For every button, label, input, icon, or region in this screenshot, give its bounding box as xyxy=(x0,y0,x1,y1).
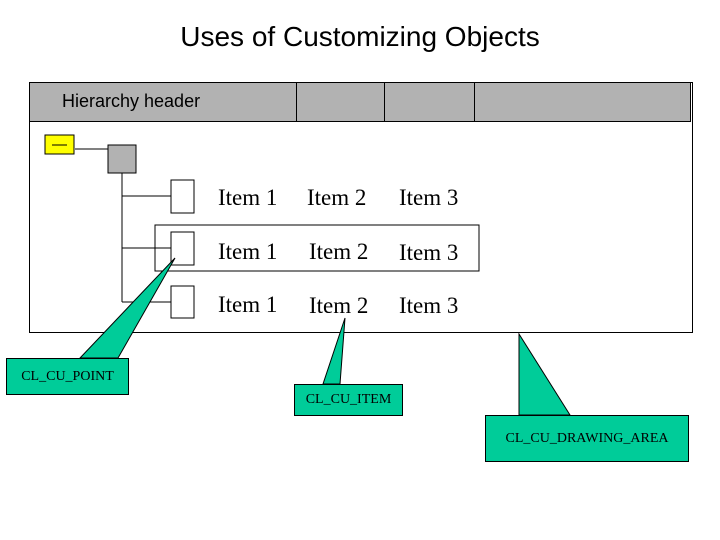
folder-node-icon[interactable] xyxy=(107,144,137,174)
header-cell-column-1[interactable] xyxy=(296,82,385,122)
header-cell-column-3[interactable] xyxy=(474,82,691,122)
row-2-item-3[interactable]: Item 3 xyxy=(399,240,459,265)
row-3-item-3[interactable]: Item 3 xyxy=(399,293,459,318)
callout-pointer-point xyxy=(78,257,176,359)
row-1-item-3[interactable]: Item 3 xyxy=(399,185,459,210)
leaf-node-icon[interactable] xyxy=(170,179,195,214)
leaf-node-icon[interactable] xyxy=(170,285,195,319)
row-1-item-1[interactable]: Item 1 xyxy=(218,185,278,210)
page-title: Uses of Customizing Objects xyxy=(180,21,540,52)
highlighted-row-outline xyxy=(154,224,480,272)
hierarchy-header-row xyxy=(29,82,693,122)
callout-cl-cu-item: CL_CU_ITEM xyxy=(294,384,403,416)
row-2-item-2[interactable]: Item 2 xyxy=(309,239,369,264)
row-2-item-1[interactable]: Item 1 xyxy=(218,239,278,264)
row-1-item-2[interactable]: Item 2 xyxy=(307,185,367,210)
drawing-area xyxy=(29,82,693,333)
expander-icon[interactable] xyxy=(44,134,75,155)
leaf-node-icon[interactable] xyxy=(170,231,195,266)
row-3-item-1[interactable]: Item 1 xyxy=(218,292,278,317)
callout-pointer-drawing-area xyxy=(518,332,571,416)
header-cell-column-2[interactable] xyxy=(384,82,475,122)
header-cell-hierarchy[interactable] xyxy=(29,82,297,122)
callout-pointer-item xyxy=(322,317,346,385)
callout-cl-cu-drawing-area: CL_CU_DRAWING_AREA xyxy=(485,415,689,462)
callout-cl-cu-point: CL_CU_POINT xyxy=(6,358,129,395)
row-3-item-2[interactable]: Item 2 xyxy=(309,293,369,318)
hierarchy-header-label: Hierarchy header xyxy=(62,91,201,111)
